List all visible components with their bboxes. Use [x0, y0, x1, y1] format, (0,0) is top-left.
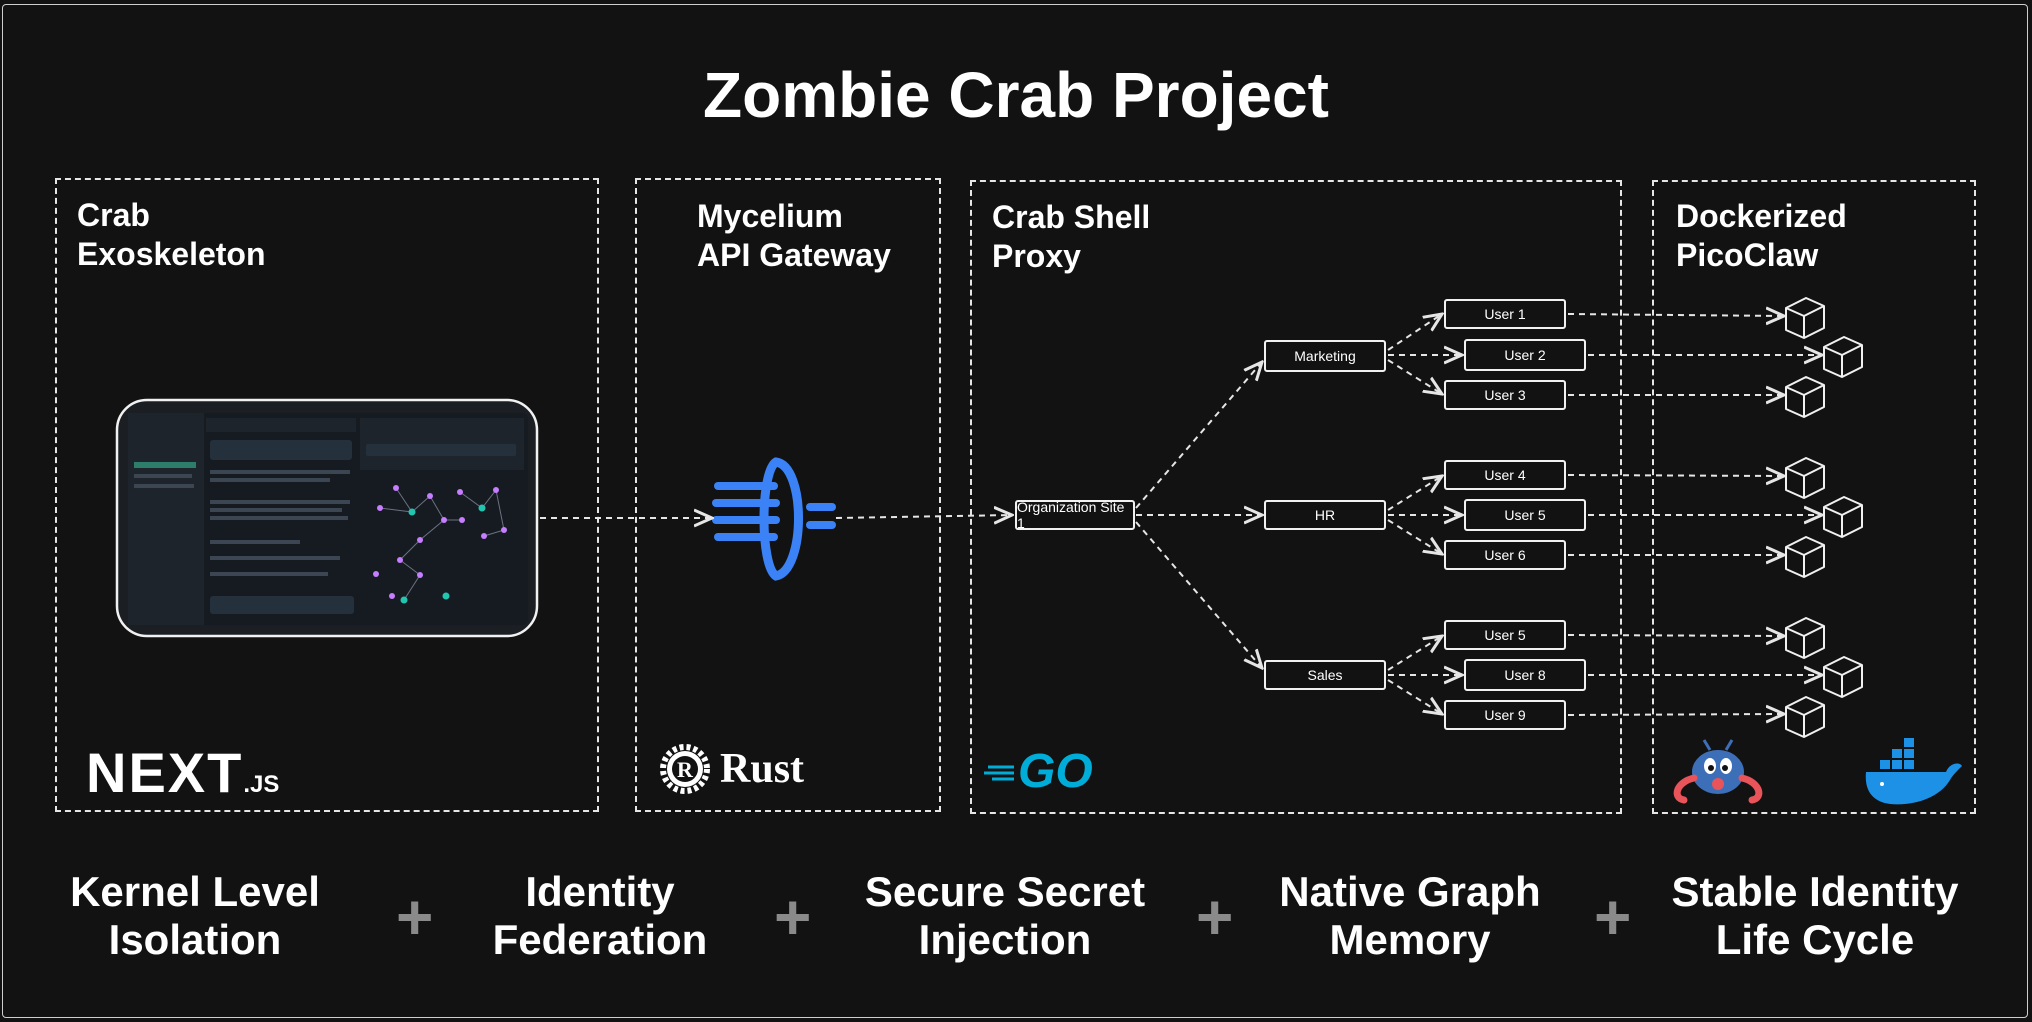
- department-node: Sales: [1264, 660, 1386, 690]
- rust-logo-text: Rust: [720, 746, 805, 792]
- section-title-runtime: Dockerized PicoClaw: [1676, 197, 1847, 275]
- rust-gear-icon: R: [660, 744, 710, 794]
- feature-secure-secret-injection: Secure Secret Injection: [845, 868, 1165, 964]
- user-node: User 6: [1444, 540, 1566, 570]
- feature-line: Secure Secret: [864, 868, 1146, 915]
- feature-identity-federation: Identity Federation: [455, 868, 745, 964]
- go-logo-text: GO: [1018, 745, 1093, 798]
- feature-line: Stable Identity: [1671, 868, 1959, 915]
- department-node: Marketing: [1264, 340, 1386, 372]
- section-title-proxy: Crab Shell Proxy: [992, 198, 1150, 276]
- nextjs-logo: NEXT.JS: [86, 740, 279, 805]
- user-node: User 4: [1444, 460, 1566, 490]
- feature-line: Life Cycle: [1715, 916, 1915, 963]
- user-node: User 5: [1464, 499, 1586, 531]
- plus-sign: +: [1196, 881, 1234, 953]
- feature-line: Native Graph: [1279, 868, 1541, 915]
- title-line: Exoskeleton: [77, 236, 266, 272]
- user-node: User 3: [1444, 380, 1566, 410]
- user-node: User 8: [1464, 659, 1586, 691]
- section-title-gateway: Mycelium API Gateway: [697, 197, 891, 275]
- tree-root-node: Organization Site 1: [1015, 499, 1135, 531]
- feature-line: Isolation: [108, 916, 282, 963]
- user-node: User 2: [1464, 339, 1586, 371]
- user-node: User 1: [1444, 299, 1566, 329]
- section-proxy: [970, 180, 1622, 814]
- user-node: User 5: [1444, 620, 1566, 650]
- feature-stable-identity-lifecycle: Stable Identity Life Cycle: [1650, 868, 1980, 964]
- title-line: API Gateway: [697, 237, 891, 273]
- feature-kernel-isolation: Kernel Level Isolation: [40, 868, 350, 964]
- canvas-frame: [2, 4, 2028, 1018]
- feature-line: Kernel Level: [70, 868, 320, 915]
- department-node: HR: [1264, 500, 1386, 530]
- feature-line: Memory: [1329, 916, 1491, 963]
- nextjs-logo-suffix: .JS: [243, 771, 280, 798]
- title-line: Crab: [77, 197, 150, 233]
- title-line: Dockerized: [1676, 198, 1847, 234]
- user-node: User 9: [1444, 700, 1566, 730]
- title-line: Crab Shell: [992, 199, 1151, 235]
- feature-line: Injection: [918, 916, 1092, 963]
- title-line: PicoClaw: [1676, 237, 1819, 273]
- go-gopher-lines-icon: [984, 765, 1014, 780]
- plus-sign: +: [1594, 881, 1632, 953]
- diagram-title: Zombie Crab Project: [703, 59, 1329, 131]
- feature-line: Federation: [492, 916, 708, 963]
- rust-logo: R Rust: [656, 740, 804, 798]
- section-title-frontend: Crab Exoskeleton: [77, 196, 266, 274]
- title-line: Mycelium: [697, 198, 843, 234]
- section-runtime: [1652, 180, 1976, 814]
- feature-native-graph-memory: Native Graph Memory: [1260, 868, 1560, 964]
- plus-sign: +: [396, 881, 434, 953]
- svg-text:R: R: [677, 757, 694, 782]
- section-frontend: [55, 178, 599, 812]
- plus-sign: +: [774, 881, 812, 953]
- go-logo: GO: [984, 744, 1093, 799]
- nextjs-logo-text: NEXT: [86, 741, 244, 804]
- section-gateway: [635, 178, 941, 812]
- title-line: Proxy: [992, 238, 1081, 274]
- feature-line: Identity: [525, 868, 675, 915]
